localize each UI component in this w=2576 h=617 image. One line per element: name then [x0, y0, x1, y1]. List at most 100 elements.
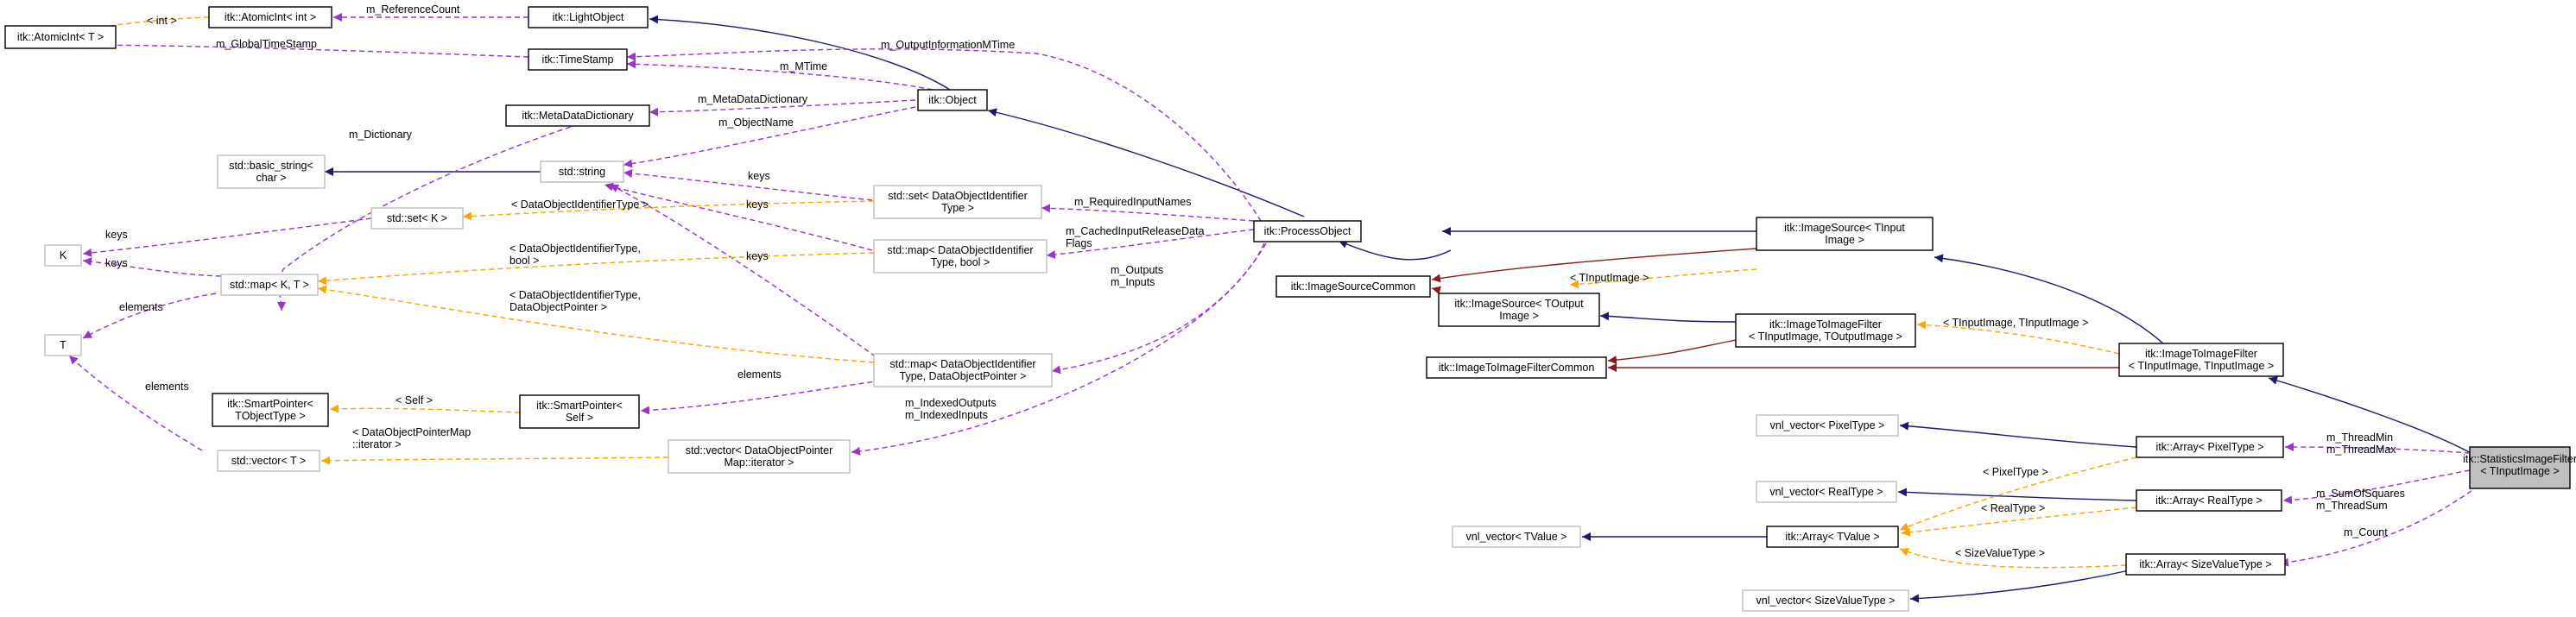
edge-set-k-tpl [462, 200, 875, 221]
node-basic-string[interactable]: std::basic_string<char > [217, 154, 326, 189]
edge-object-lightobject [649, 15, 951, 91]
node-vnl-sizevaluetype[interactable]: vnl_vector< SizeValueType > [1742, 589, 1909, 612]
edge-keys-string-mapptr [609, 184, 890, 368]
svg-text:std::map< DataObjectIdentifier: std::map< DataObjectIdentifierType, Data… [889, 358, 1035, 382]
svg-text:vnl_vector< PixelType >: vnl_vector< PixelType > [1770, 419, 1885, 431]
text-line: Image > [1825, 234, 1864, 246]
node-imagesourcecommon[interactable]: itk::ImageSourceCommon [1275, 275, 1431, 298]
node-object[interactable]: itk::Object [917, 89, 988, 111]
node-atomicint-int[interactable]: itk::AtomicInt< int > [208, 6, 332, 28]
node-map-kt[interactable]: std::map< K, T > [220, 274, 319, 296]
node-metadatadictionary[interactable]: itk::MetaDataDictionary [505, 104, 650, 127]
label-keys-string-set: keys [748, 170, 770, 182]
text-line: itk::ImageToImageFilter [1769, 318, 1882, 331]
text-line: itk::Array< TValue > [1785, 531, 1879, 543]
node-t[interactable]: T [44, 334, 82, 356]
text-line: T [60, 339, 66, 351]
text-line: Type, DataObjectPointer > [900, 370, 1027, 382]
svg-text:vnl_vector< RealType >: vnl_vector< RealType > [1769, 486, 1883, 498]
text-line: < DataObjectIdentifierType > [511, 198, 649, 211]
svg-text:vnl_vector< SizeValueType >: vnl_vector< SizeValueType > [1756, 595, 1896, 607]
edge-realtype-tpl [1901, 507, 2137, 537]
node-vnl-realtype[interactable]: vnl_vector< RealType > [1756, 481, 1897, 503]
text-line: itk::ProcessObject [1264, 225, 1351, 237]
text-line: std::basic_string< [229, 160, 313, 172]
text-line: m_MetaDataDictionary [698, 93, 808, 105]
svg-text:std::string: std::string [559, 166, 605, 178]
text-line: std::set< K > [387, 212, 447, 224]
text-line: keys [746, 250, 769, 262]
edge-self-tpl [329, 404, 521, 413]
node-set-k[interactable]: std::set< K > [370, 207, 464, 230]
node-vnl-tvalue[interactable]: vnl_vector< TValue > [1452, 526, 1581, 548]
node-std-string[interactable]: std::string [540, 161, 624, 183]
node-imagetoimagefiltercommon[interactable]: itk::ImageToImageFilterCommon [1426, 356, 1607, 379]
label-dictionary: m_Dictionary [349, 129, 413, 141]
text-line: itk::ImageSource< TOutput [1454, 298, 1584, 310]
label-keys-map-kt: keys [105, 257, 128, 269]
text-line: vnl_vector< TValue > [1466, 531, 1567, 543]
edge-tinputimage-tpl [1569, 268, 1757, 289]
edge-required-input-names [1041, 204, 1255, 222]
node-timestamp[interactable]: itk::TimeStamp [528, 48, 628, 71]
node-atomicint-t[interactable]: itk::AtomicInt< T > [4, 25, 117, 49]
svg-text:itk::AtomicInt< int >: itk::AtomicInt< int > [225, 11, 316, 23]
node-smartpointer-self[interactable]: itk::SmartPointer<Self > [519, 394, 640, 429]
node-imagetoimagefilter-io[interactable]: itk::ImageToImageFilter< TInputImage, TO… [1735, 313, 1916, 348]
text-line: itk::Array< PixelType > [2155, 441, 2263, 453]
svg-text:itk::Array< RealType >: itk::Array< RealType > [2155, 494, 2263, 507]
text-line: m_ThreadMax [2326, 444, 2396, 456]
node-processobject[interactable]: itk::ProcessObject [1253, 220, 1362, 242]
edge-tinput-tinput-tpl [1916, 320, 2120, 355]
svg-text:std::map< DataObjectIdentifier: std::map< DataObjectIdentifierType, bool… [887, 244, 1033, 268]
edge-imagetoimagefilter-io-common [1607, 339, 1737, 365]
node-vector-t[interactable]: std::vector< T > [217, 450, 320, 472]
node-smartpointer-tobject[interactable]: itk::SmartPointer<TObjectType > [212, 393, 329, 427]
label-keys-string-mapbool: keys [746, 198, 769, 211]
label-count: m_Count [2344, 526, 2388, 538]
text-line: m_Outputs [1111, 264, 1163, 276]
node-array-sizevaluetype[interactable]: itk::Array< SizeValueType > [2125, 553, 2286, 576]
edge-map-ptr-tpl [317, 285, 875, 363]
text-line: m_ThreadMin [2326, 431, 2393, 444]
node-array-tvalue[interactable]: itk::Array< TValue > [1766, 526, 1899, 548]
text-line: elements [737, 368, 782, 381]
node-lightobject[interactable]: itk::LightObject [528, 6, 649, 28]
node-statisticsimagefilter[interactable]: itk::StatisticsImageFilter< TInputImage … [2463, 446, 2576, 489]
text-line: < DataObjectIdentifierType, [510, 289, 641, 301]
edge-cached-input-release [1046, 229, 1255, 259]
text-line: m_Count [2344, 526, 2388, 538]
text-line: < RealType > [1981, 502, 2045, 514]
text-line: Self > [566, 412, 593, 424]
node-k[interactable]: K [44, 244, 82, 267]
svg-text:std::basic_string<char >: std::basic_string<char > [229, 160, 313, 184]
node-array-realtype[interactable]: itk::Array< RealType > [2136, 489, 2282, 512]
text-line: std::map< DataObjectIdentifier [889, 358, 1035, 370]
svg-text:itk::ImageSourceCommon: itk::ImageSourceCommon [1291, 280, 1416, 293]
text-line: char > [256, 172, 286, 184]
text-line: m_GlobalTimeStamp [216, 38, 317, 50]
svg-text:itk::MetaDataDictionary: itk::MetaDataDictionary [522, 110, 634, 122]
node-vnl-pixeltype[interactable]: vnl_vector< PixelType > [1756, 414, 1899, 437]
svg-text:std::vector< DataObjectPointer: std::vector< DataObjectPointerMap::itera… [686, 444, 833, 469]
edge-elements-t-vector [68, 355, 203, 451]
text-line: K [60, 249, 67, 261]
label-pixeltype-tpl: < PixelType > [1983, 466, 2048, 478]
text-line: itk::SmartPointer< [536, 400, 623, 412]
text-line: Type > [941, 202, 974, 214]
node-array-pixeltype[interactable]: itk::Array< PixelType > [2136, 436, 2284, 458]
edge-dop-map-iter-tpl [320, 456, 669, 465]
edge-dictionary [276, 123, 579, 312]
text-line: keys [105, 257, 128, 269]
node-imagetoimagefilter-ii[interactable]: itk::ImageToImageFilter< TInputImage, TI… [2118, 343, 2284, 377]
text-line: vnl_vector< RealType > [1769, 486, 1883, 498]
